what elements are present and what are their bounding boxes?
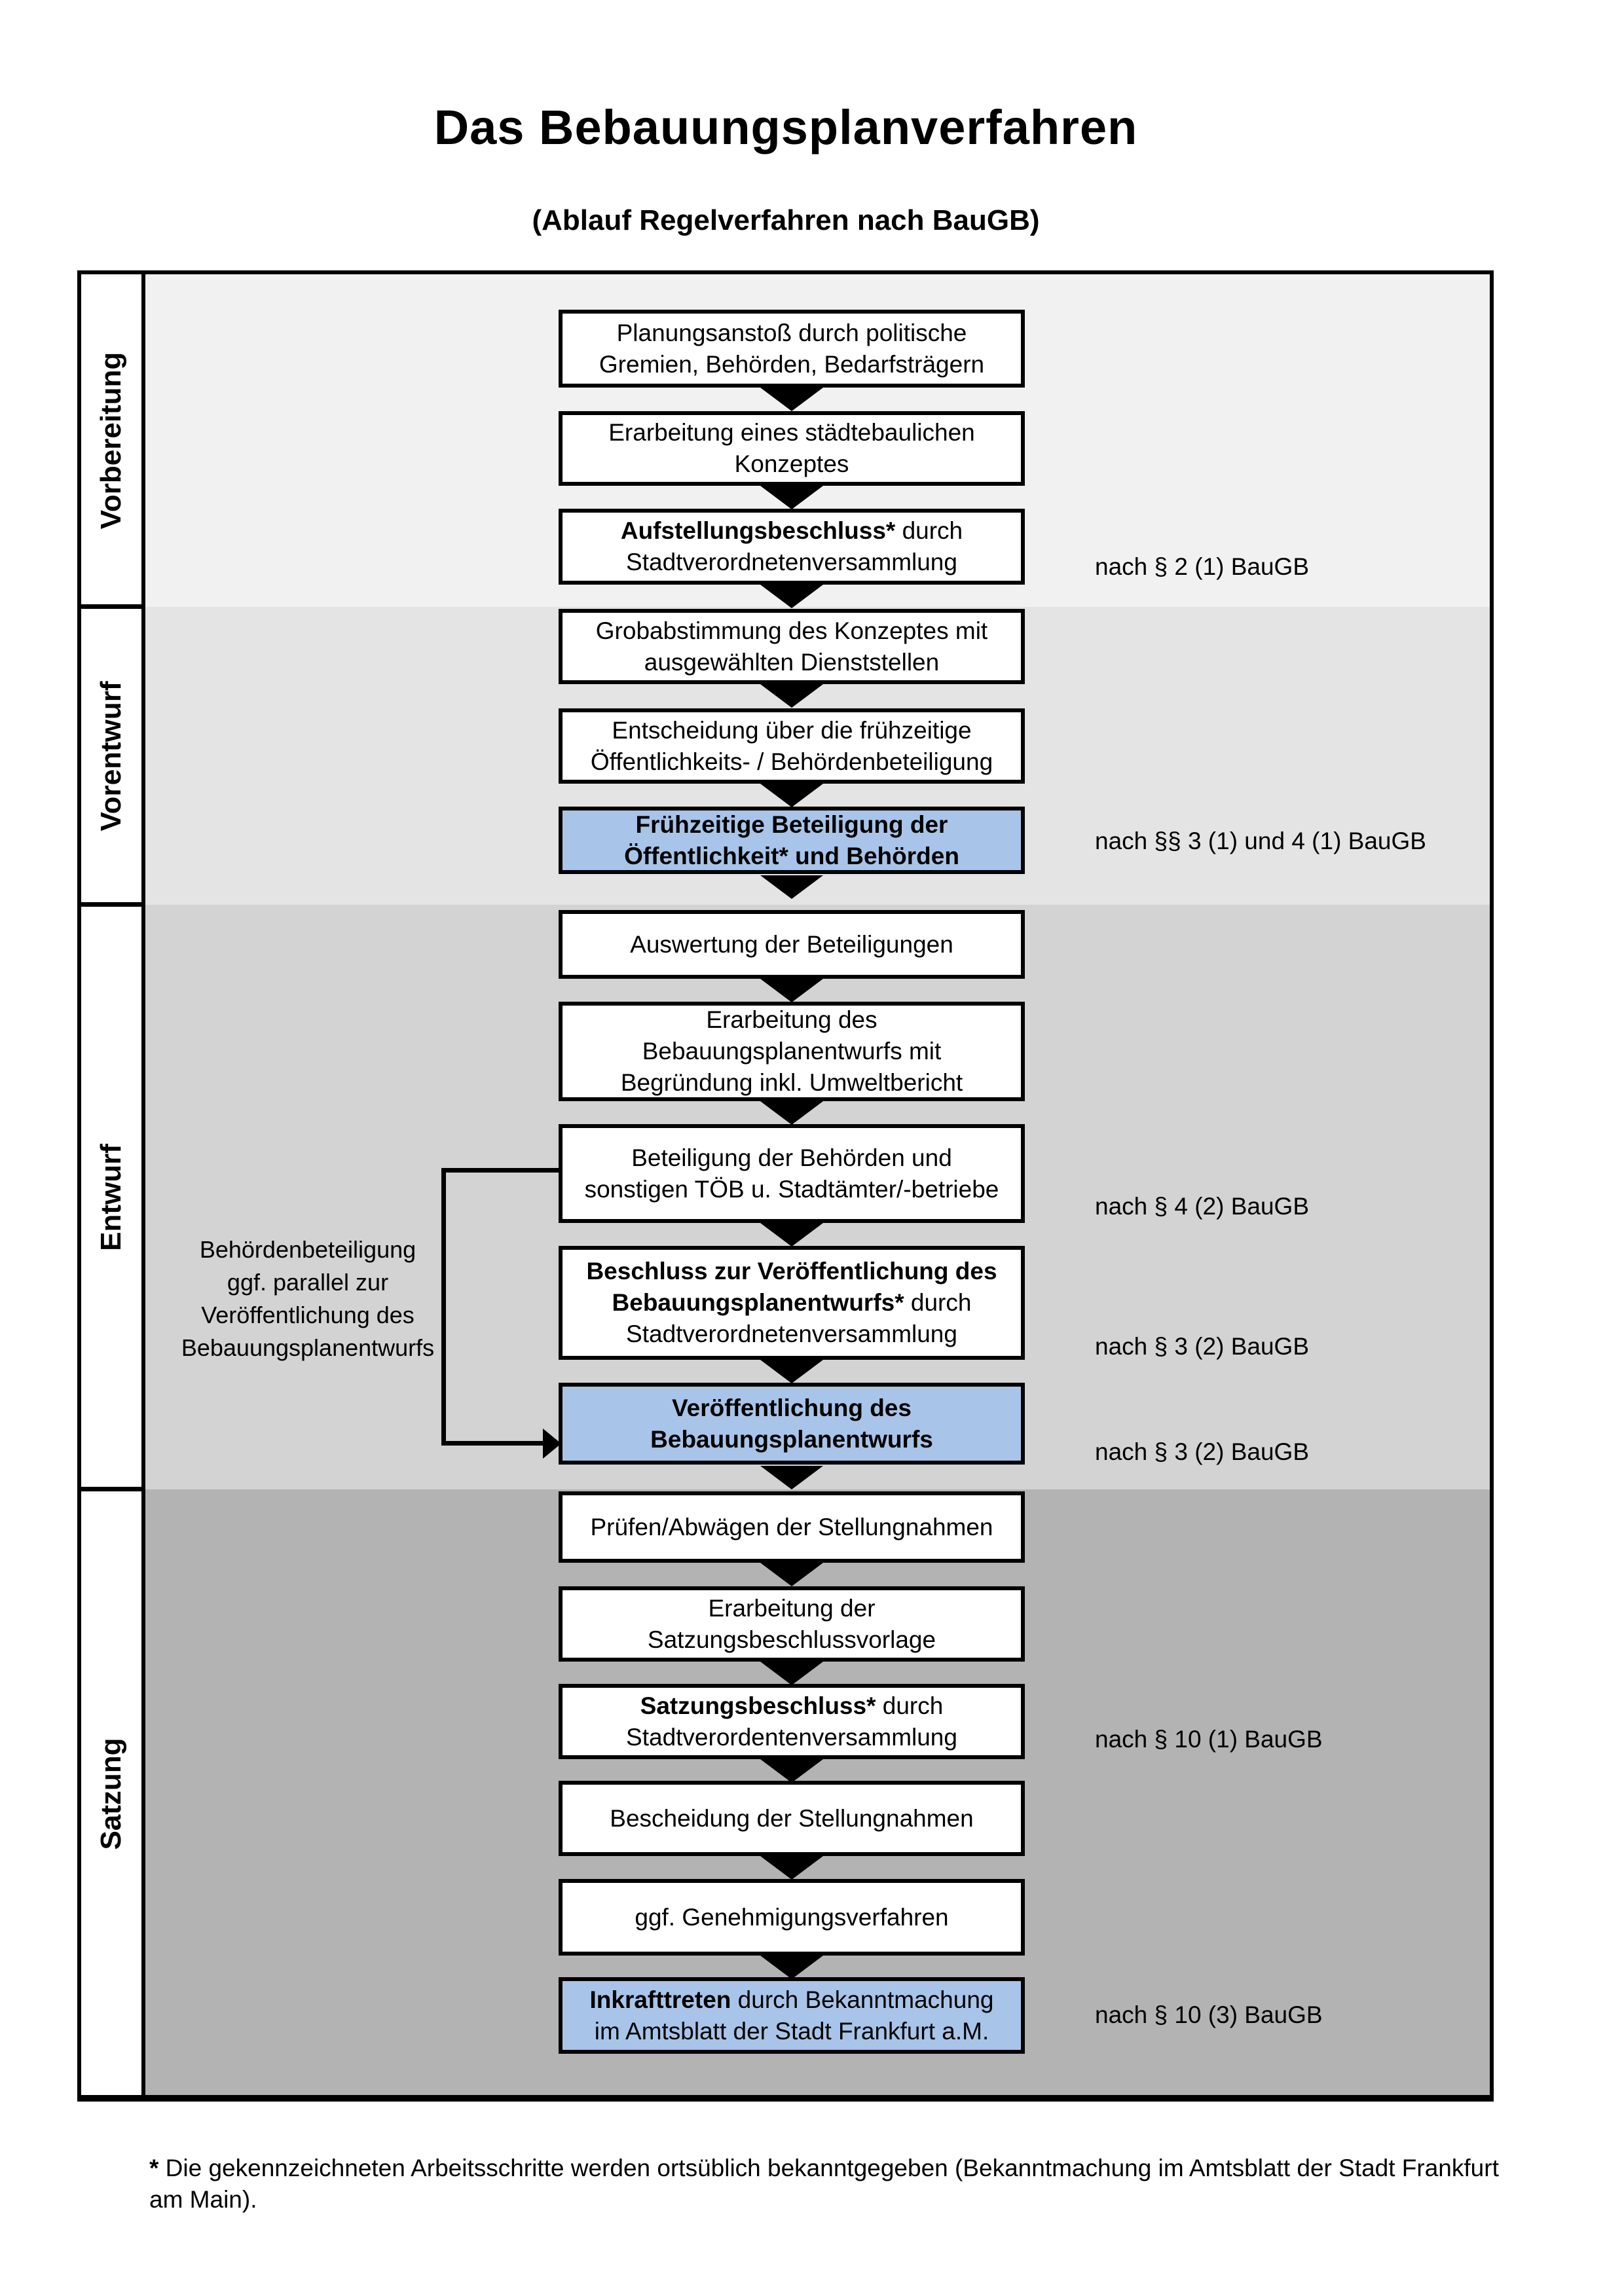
box-text: Beschluss zur Veröffentlichung des <box>586 1258 997 1285</box>
box-text: Frühzeitige Beteiligung der <box>635 811 948 838</box>
down-arrow-icon <box>760 784 823 807</box>
down-arrow-icon <box>760 585 823 608</box>
box-planungsanstoss: Planungsanstoß durch politische Gremien,… <box>559 310 1025 388</box>
box-text: sonstigen TÖB u. Stadtämter/-betriebe <box>584 1175 999 1203</box>
box-text: durch <box>895 517 963 544</box>
legal-reference: nach § 10 (3) BauGB <box>1095 2001 1323 2028</box>
box-text: Satzungsbeschluss* <box>640 1692 876 1719</box>
box-text: Gremien, Behörden, Bedarfsträgern <box>599 350 985 378</box>
down-arrow-icon <box>760 684 823 708</box>
connector-top-line <box>441 1168 561 1173</box>
phase-label-vorentwurf: Vorentwurf <box>95 681 127 831</box>
connector-bottom-line <box>441 1441 543 1446</box>
box-text: Stadtverordnetenversammlung <box>626 1321 957 1347</box>
box-text: Erarbeitung der <box>708 1594 876 1622</box>
box-text: Planungsanstoß durch politische <box>616 319 967 346</box>
down-arrow-icon <box>760 1223 823 1247</box>
down-arrow-icon <box>760 1466 823 1489</box>
box-text: Bebauungsplanentwurfs <box>650 1425 933 1453</box>
legal-reference: nach §§ 3 (1) und 4 (1) BauGB <box>1095 828 1426 854</box>
box-text: Begründung inkl. Umweltbericht <box>620 1069 963 1096</box>
box-text: Konzeptes <box>734 450 849 477</box>
box-text: Entscheidung über die frühzeitige <box>612 716 972 744</box>
down-arrow-icon <box>760 1662 823 1685</box>
box-text: Veröffentlichung des <box>672 1394 912 1421</box>
down-arrow-icon <box>760 388 823 411</box>
down-arrow-icon <box>760 1856 823 1880</box>
box-text: Bebauungsplanentwurfs mit <box>642 1038 942 1065</box>
footnote-text: Die gekennzeichneten Arbeitsschritte wer… <box>149 2155 1499 2213</box>
box-satzungsbeschlussvorlage: Erarbeitung der Satzungsbeschlussvorlage <box>559 1586 1025 1662</box>
footnote-asterisk: * <box>149 2155 159 2181</box>
box-text: Erarbeitung eines städtebaulichen <box>608 419 975 446</box>
box-text: Öffentlichkeits- / Behördenbeteiligung <box>590 748 993 775</box>
down-arrow-icon <box>760 875 823 899</box>
down-arrow-icon <box>760 979 823 1002</box>
box-text: Aufstellungsbeschluss* <box>620 517 896 544</box>
box-pruefen-abwaegen: Prüfen/Abwägen der Stellungnahmen <box>559 1491 1025 1563</box>
box-text: Bebauungsplanentwurfs* <box>612 1289 904 1316</box>
phase-label-entwurf: Entwurf <box>95 1144 127 1251</box>
box-text: Öffentlichkeit* und Behörden <box>624 842 959 869</box>
down-arrow-icon <box>760 1759 823 1783</box>
side-note: Behördenbeteiligung ggf. parallel zur Ve… <box>157 1233 458 1364</box>
box-text: ggf. Genehmigungsverfahren <box>635 1903 949 1931</box>
legal-reference: nach § 3 (2) BauGB <box>1095 1333 1310 1360</box>
phase-label-satzung: Satzung <box>95 1738 127 1850</box>
box-aufstellungsbeschluss: Aufstellungsbeschluss* durch Stadtverord… <box>559 509 1025 585</box>
box-text: Stadtverordentenversammlung <box>626 1723 957 1751</box>
box-text: Grobabstimmung des Konzeptes mit <box>595 617 988 644</box>
box-text: Auswertung der Beteiligungen <box>630 930 953 958</box>
box-text: Stadtverordnetenversammlung <box>626 549 957 575</box>
box-genehmigungsverfahren: ggf. Genehmigungsverfahren <box>559 1879 1025 1956</box>
footnote: * Die gekennzeichneten Arbeitsschritte w… <box>149 2153 1524 2215</box>
legal-reference: nach § 3 (2) BauGB <box>1095 1438 1310 1465</box>
box-text: ausgewählten Dienststellen <box>644 648 940 676</box>
side-note-line: Veröffentlichung des <box>201 1302 415 1328</box>
down-arrow-icon <box>760 1563 823 1586</box>
box-text: Bescheidung der Stellungnahmen <box>610 1804 974 1832</box>
phase-divider-2 <box>77 902 145 907</box>
box-text: durch <box>904 1289 972 1316</box>
phase-divider-3 <box>77 1487 145 1491</box>
legal-reference: nach § 10 (1) BauGB <box>1095 1726 1323 1753</box>
legal-reference: nach § 2 (1) BauGB <box>1095 553 1310 580</box>
box-text: Satzungsbeschlussvorlage <box>647 1626 936 1653</box>
down-arrow-icon <box>760 1956 823 1979</box>
box-satzungsbeschluss: Satzungsbeschluss* durch Stadtverordente… <box>559 1684 1025 1759</box>
box-text: im Amtsblatt der Stadt Frankfurt a.M. <box>594 2017 989 2045</box>
down-arrow-icon <box>760 1360 823 1383</box>
box-beschluss-veroeffentlichung: Beschluss zur Veröffentlichung des Bebau… <box>559 1246 1025 1360</box>
box-bescheidung: Bescheidung der Stellungnahmen <box>559 1781 1025 1856</box>
box-staedtebauliches-konzept: Erarbeitung eines städtebaulichen Konzep… <box>559 411 1025 486</box>
phase-label-vorbereitung: Vorbereitung <box>95 352 127 530</box>
box-entscheidung-beteiligung: Entscheidung über die frühzeitige Öffent… <box>559 708 1025 784</box>
box-veroeffentlichung-entwurf: Veröffentlichung des Bebauungsplanentwur… <box>559 1383 1025 1465</box>
box-text: durch <box>876 1692 944 1719</box>
box-inkrafttreten: Inkrafttreten durch Bekanntmachung im Am… <box>559 1977 1025 2054</box>
down-arrow-icon <box>760 1101 823 1125</box>
connector-arrowhead-icon <box>543 1429 561 1459</box>
box-erarbeitung-entwurf: Erarbeitung des Bebauungsplanentwurfs mi… <box>559 1002 1025 1101</box>
side-note-line: ggf. parallel zur <box>227 1269 389 1296</box>
connector-vertical-line <box>441 1168 446 1446</box>
box-text: Beteiligung der Behörden und <box>631 1144 952 1171</box>
legal-reference: nach § 4 (2) BauGB <box>1095 1193 1310 1220</box>
page-subtitle: (Ablauf Regelverfahren nach BauGB) <box>532 204 1040 236</box>
box-auswertung: Auswertung der Beteiligungen <box>559 910 1025 979</box>
phase-divider-1 <box>77 604 145 609</box>
box-text: Prüfen/Abwägen der Stellungnahmen <box>590 1513 993 1540</box>
box-grobabstimmung: Grobabstimmung des Konzeptes mit ausgewä… <box>559 609 1025 684</box>
side-note-line: Bebauungsplanentwurfs <box>181 1334 435 1361</box>
page-title: Das Bebauungsplanverfahren <box>434 100 1138 155</box>
down-arrow-icon <box>760 486 823 509</box>
box-behoerdenbeteiligung: Beteiligung der Behörden und sonstigen T… <box>559 1124 1025 1223</box>
box-text: Inkrafttreten <box>589 1986 731 2013</box>
side-note-line: Behördenbeteiligung <box>199 1236 416 1263</box>
box-text: Erarbeitung des <box>706 1006 877 1033</box>
box-text: durch Bekanntmachung <box>731 1986 994 2013</box>
box-fruehzeitige-beteiligung: Frühzeitige Beteiligung der Öffentlichke… <box>559 807 1025 874</box>
